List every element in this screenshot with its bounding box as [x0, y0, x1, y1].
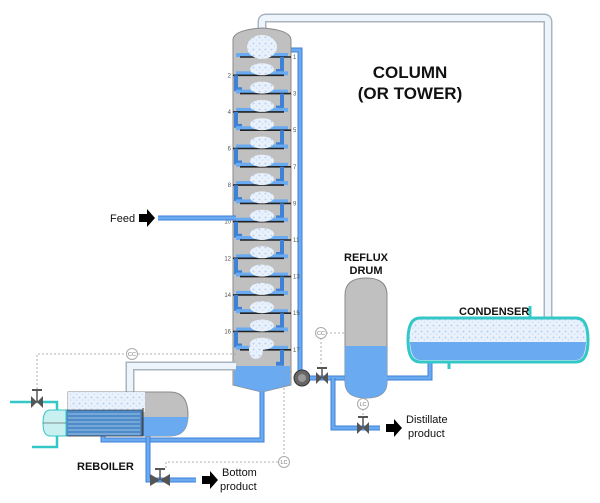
tray	[233, 136, 288, 165]
reboiler-control-loop: CC	[36, 348, 236, 389]
reflux-drum-label-2: DRUM	[350, 265, 383, 277]
drum-level-controller-tag: LC	[359, 402, 366, 408]
tray-number: 9	[293, 201, 297, 207]
distillate-label-1: Distillate	[406, 414, 448, 426]
tray-number: 13	[293, 275, 300, 281]
tray-number: 12	[224, 256, 231, 262]
tray	[236, 81, 291, 110]
tray-number: 16	[224, 330, 231, 336]
distillate-label-2: product	[408, 428, 445, 440]
bottom-product-line	[145, 428, 196, 483]
reboiler-label: REBOILER	[77, 461, 134, 473]
reflux-drum	[344, 277, 388, 399]
reboiler-vapor-return-line	[125, 361, 236, 395]
condenser-label: CONDENSER	[459, 306, 529, 318]
reflux-controller-tag: CC	[317, 331, 325, 337]
column-sump-liquid	[234, 366, 290, 392]
tray-number: 14	[224, 293, 231, 299]
distillate-valve-icon[interactable]	[357, 416, 369, 434]
steam-valve-icon[interactable]	[31, 389, 43, 408]
title-line-2: (OR TOWER)	[358, 84, 463, 103]
title-line-1: COLUMN	[373, 63, 448, 82]
reflux-valve-icon[interactable]	[316, 367, 328, 384]
tray	[233, 282, 288, 311]
condensate-line	[387, 362, 433, 381]
tray-number: 2	[228, 73, 232, 79]
tray	[233, 99, 288, 128]
tray-number: 5	[293, 128, 297, 134]
tray	[233, 319, 288, 348]
tray	[233, 173, 288, 202]
bottom-level-control-loop: LC	[165, 371, 292, 468]
tray	[233, 209, 288, 238]
tray	[236, 191, 291, 220]
distillate-arrow-icon	[386, 419, 402, 437]
tray-number: 7	[293, 165, 297, 171]
tray	[236, 118, 291, 147]
feed-label: Feed	[110, 213, 135, 225]
bottom-valve-icon[interactable]	[150, 468, 170, 486]
bottom-product-label-1: Bottom	[222, 467, 257, 479]
drum-level-control-loop: LC	[357, 398, 369, 415]
tray	[233, 246, 288, 275]
bottom-arrow-icon	[202, 471, 218, 489]
reboiler	[42, 391, 189, 437]
overhead-vapor-line	[257, 13, 553, 318]
tray-number: 15	[293, 311, 300, 317]
tray-number: 4	[228, 110, 232, 116]
top-vapor-dome	[247, 35, 277, 59]
tray-number: 8	[228, 183, 232, 189]
reflux-drum-label-1: REFLUX	[344, 252, 389, 264]
bottom-level-controller-tag: LC	[280, 460, 287, 466]
tray-number: 17	[293, 348, 300, 354]
feed-arrow-icon	[139, 209, 155, 227]
condenser	[406, 306, 590, 369]
tray-number: 6	[228, 147, 232, 153]
tray-number: 3	[293, 92, 297, 98]
tray-number: 11	[293, 238, 300, 244]
bottom-product-label-2: product	[220, 481, 257, 493]
tray	[236, 154, 291, 183]
reboiler-controller-tag: CC	[128, 352, 136, 358]
tray	[236, 264, 291, 293]
tray-number: 1	[293, 55, 297, 61]
reflux-pump-icon[interactable]	[293, 369, 311, 387]
tray	[236, 228, 291, 256]
tray	[233, 63, 288, 92]
column	[232, 27, 292, 393]
reflux-control-loop: CC	[315, 327, 345, 366]
vapor-bubble	[249, 341, 263, 359]
heating-medium-line	[10, 400, 59, 449]
tray-number: 10	[224, 220, 231, 226]
tray	[236, 301, 291, 330]
